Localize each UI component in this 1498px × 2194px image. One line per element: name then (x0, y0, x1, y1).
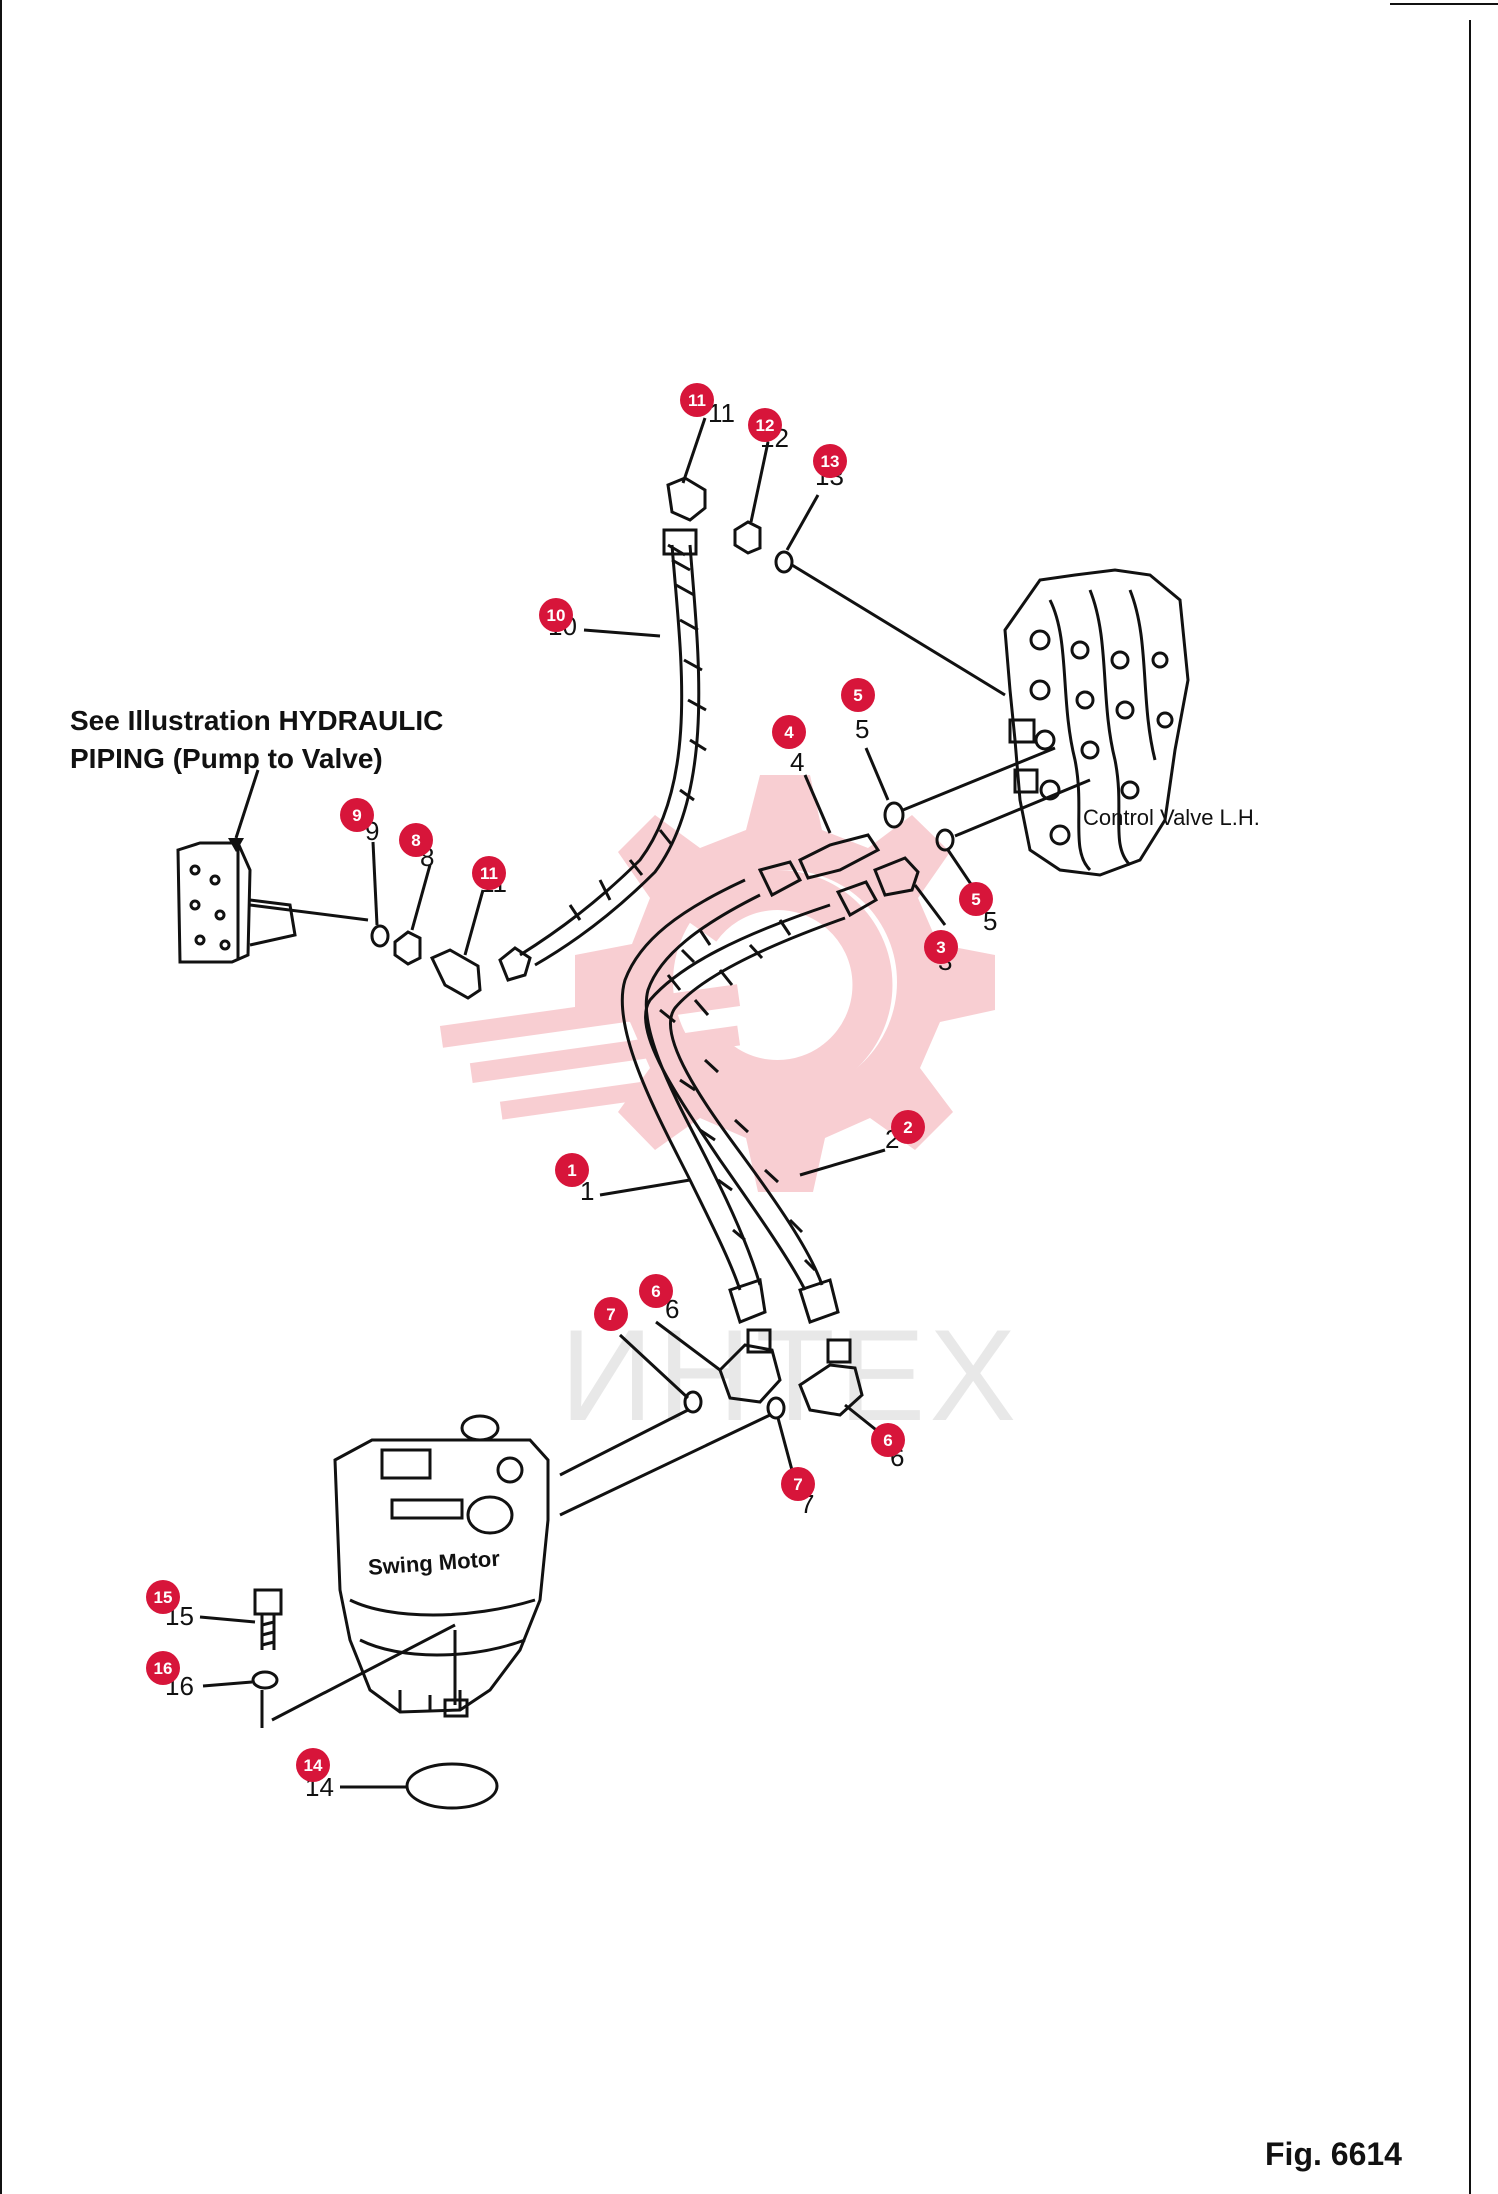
callout-6-right-text: 6 (883, 1431, 892, 1450)
leader-7b-to-motor (559, 1413, 771, 1517)
callout-12-text: 12 (756, 416, 775, 435)
oring-5-top (883, 801, 905, 829)
leader-5b-to-valve (954, 778, 1091, 838)
oring-5-right (935, 828, 955, 852)
oring-7-left (683, 1390, 703, 1414)
pump-valve-block (176, 841, 297, 964)
bolt-15-head (253, 1588, 283, 1616)
callout-7-right-text: 7 (793, 1475, 802, 1494)
callout-11-top-text: 11 (688, 391, 706, 410)
callout-10[interactable]: 10 (539, 598, 573, 632)
pn-1: 1 (580, 1176, 594, 1206)
hose-end-10 (498, 946, 532, 982)
note-arrow-line (234, 769, 260, 839)
callout-2[interactable]: 2 (891, 1110, 925, 1144)
callout-8[interactable]: 8 (399, 823, 433, 857)
callout-7-left[interactable]: 7 (594, 1297, 628, 1331)
callout-14[interactable]: 14 (296, 1748, 330, 1782)
leader-5-to-valve (902, 746, 1056, 812)
adapter-3 (873, 856, 920, 897)
oring-7-right (766, 1396, 786, 1420)
callout-10-text: 10 (547, 606, 566, 625)
callout-11-top[interactable]: 11 (680, 383, 714, 417)
watermark-stripe-1 (439, 984, 741, 1048)
note-line-2: PIPING (Pump to Valve) (70, 743, 383, 774)
callout-7-right[interactable]: 7 (781, 1467, 815, 1501)
swing-motor-illustration (333, 1414, 550, 1718)
callout-6-left-text: 6 (651, 1282, 660, 1301)
callout-11-mid[interactable]: 11 (472, 856, 506, 890)
adapter-4 (798, 833, 881, 880)
leader-13-to-valve (791, 563, 1006, 697)
callout-15-text: 15 (154, 1588, 173, 1607)
elbow-6-right (798, 1363, 864, 1417)
fittings-top (666, 476, 794, 574)
oring-9 (370, 924, 390, 948)
washer-16 (251, 1670, 279, 1690)
callout-2-text: 2 (903, 1118, 912, 1137)
elbow-6-left (718, 1343, 782, 1404)
callout-3[interactable]: 3 (924, 930, 958, 964)
elbow-11-top (666, 476, 707, 522)
oring-13 (774, 550, 794, 574)
callout-1[interactable]: 1 (555, 1153, 589, 1187)
callout-3-text: 3 (936, 938, 945, 957)
fittings-left (370, 924, 532, 1000)
control-valve-label: Control Valve L.H. (1083, 805, 1260, 830)
callout-7-left-text: 7 (606, 1305, 615, 1324)
callout-13-text: 13 (821, 452, 840, 471)
hose-10 (519, 528, 707, 967)
leader-block-to-9 (249, 903, 369, 922)
callout-9-text: 9 (352, 806, 361, 825)
callout-15[interactable]: 15 (146, 1580, 180, 1614)
adapter-8 (393, 930, 422, 966)
fasteners (251, 1588, 499, 1810)
watermark: ИНТЕХ (439, 775, 1020, 1448)
callout-4[interactable]: 4 (772, 715, 806, 749)
control-valve-illustration (1003, 568, 1190, 877)
pn-5-top: 5 (855, 714, 869, 744)
note-line-1: See Illustration HYDRAULIC (70, 705, 443, 736)
callout-5-right-text: 5 (971, 890, 980, 909)
swing-motor-label: Swing Motor (367, 1546, 501, 1580)
callout-5-top[interactable]: 5 (841, 678, 875, 712)
watermark-arc (683, 870, 893, 1100)
callout-5-right[interactable]: 5 (959, 882, 993, 916)
watermark-text: ИНТЕХ (560, 1302, 1020, 1448)
adapter-12 (733, 520, 762, 555)
fittings-motor (683, 1328, 864, 1420)
callout-16-text: 16 (154, 1659, 173, 1678)
note-arrow-head (228, 838, 244, 852)
pn-5-right: 5 (983, 906, 997, 936)
figure-label: Fig. 6614 (1265, 2136, 1402, 2172)
pn-4: 4 (790, 747, 804, 777)
callout-12[interactable]: 12 (748, 408, 782, 442)
callout-13[interactable]: 13 (813, 444, 847, 478)
leader-motor-to-bolt (271, 1623, 456, 1722)
callout-6-left[interactable]: 6 (639, 1274, 673, 1308)
hoses-1-2 (620, 860, 879, 1324)
fittings-right (798, 801, 955, 897)
leader-7-to-motor (559, 1408, 689, 1477)
callout-16[interactable]: 16 (146, 1651, 180, 1685)
callout-5-top-text: 5 (853, 686, 862, 705)
callout-6-right[interactable]: 6 (871, 1423, 905, 1457)
callout-4-text: 4 (784, 723, 794, 742)
callout-9[interactable]: 9 (340, 798, 374, 832)
callout-1-text: 1 (567, 1161, 576, 1180)
oring-14 (405, 1762, 499, 1810)
elbow-11-mid (429, 948, 482, 1000)
callout-8-text: 8 (411, 831, 420, 850)
callout-11-mid-text: 11 (480, 864, 498, 883)
callout-14-text: 14 (304, 1756, 323, 1775)
